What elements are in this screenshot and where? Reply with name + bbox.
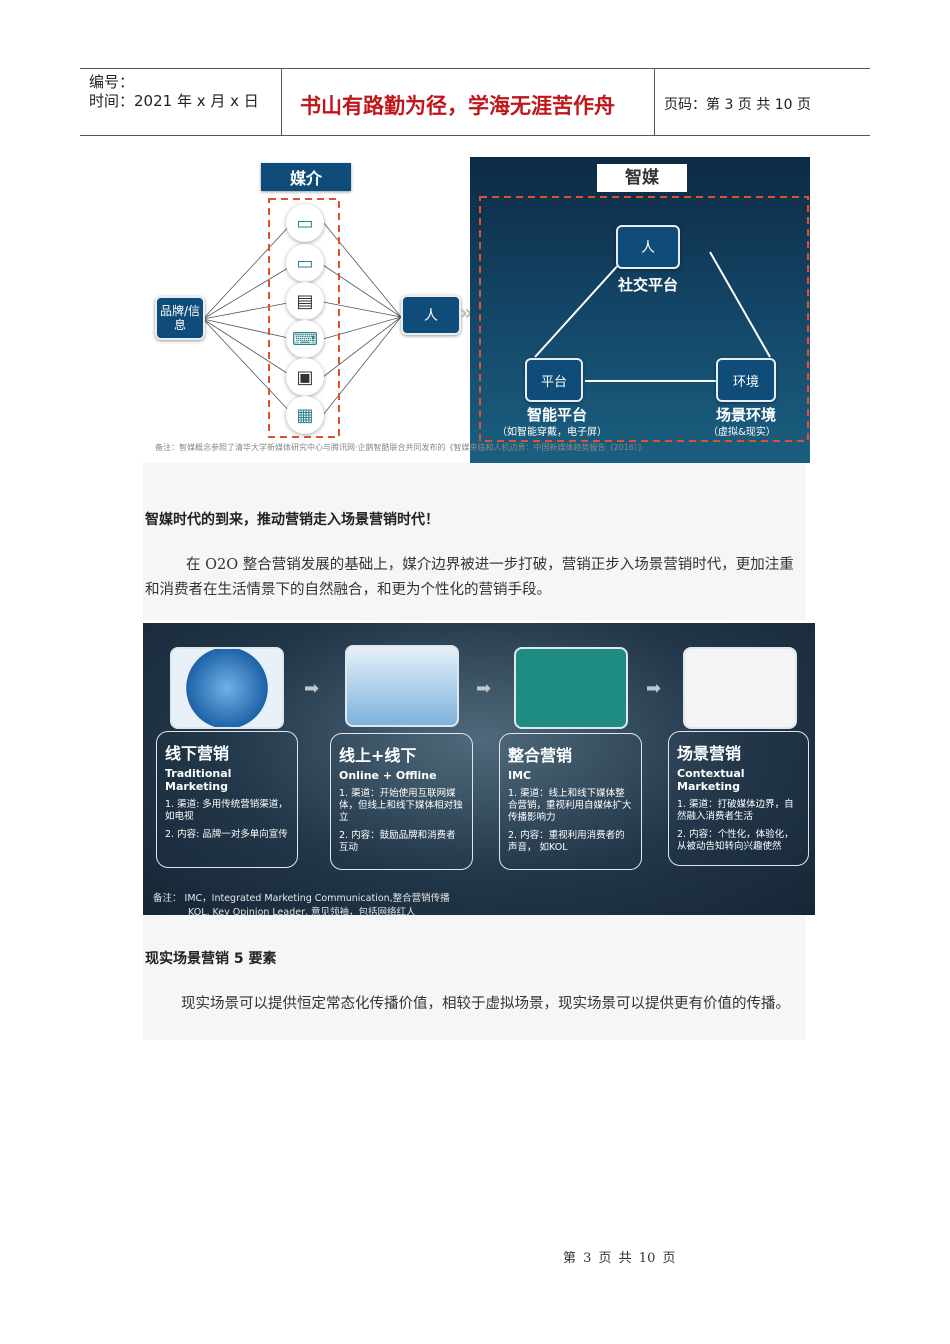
figure2-note-2: KOL, Key Opinion Leader, 意见领袖，包括网络红人 — [188, 907, 416, 918]
panel-online-offline: 线上+线下 Online + Offline 1. 渠道：开始使用互联网媒体，但… — [330, 733, 473, 870]
smart-platform-sub: （如智能穿戴，电子屏） — [497, 427, 607, 438]
arrow-right-icon: ➡ — [646, 678, 662, 699]
section1: 智媒时代的到来，推动营销走入场景营销时代！ 在 O2O 整合营销发展的基础上，媒… — [143, 463, 806, 620]
panel-title: 线上+线下 — [339, 746, 417, 765]
section2: 现实场景营销 5 要素 现实场景可以提供恒定常态化传播价值，相较于虚拟场景，现实… — [143, 915, 806, 1040]
node-person: 人 — [616, 225, 680, 269]
doc-number-label: 编号： — [89, 73, 135, 91]
billboard-icon: ▭ — [286, 204, 324, 242]
section1-paragraph: 在 O2O 整合营销发展的基础上，媒介边界被进一步打破，营销正步入场景营销时代，… — [145, 557, 794, 598]
panel-item: 2. 内容: 品牌一对多单向宣传 — [165, 829, 288, 840]
panel-subtitle: Traditional Marketing — [165, 767, 232, 793]
scene-env-label: 场景环境 — [716, 406, 777, 424]
keyword-face-image — [683, 647, 797, 729]
arrow-right-icon: ➡ — [476, 678, 492, 699]
radio-icon: ▣ — [286, 358, 324, 396]
person-box: 人 — [401, 295, 461, 335]
smart-platform-label: 智能平台 — [527, 406, 588, 424]
tablet-icon: ▦ — [286, 396, 324, 434]
laptop-icon: ⌨ — [286, 320, 324, 358]
media-title: 媒介 — [261, 163, 351, 191]
business-people-image — [345, 645, 459, 727]
panel-subtitle: IMC — [508, 769, 532, 782]
panel-subtitle: Contextual Marketing — [677, 767, 745, 793]
media-arrows — [202, 198, 402, 438]
smart-media-panel: 智媒 人 社交平台 平台 环境 智能平台 （如智能穿戴，电子屏） 场景环境 （虚… — [470, 157, 810, 463]
marketing-evolution-figure: ➡ ➡ ➡ 线下营销 Traditional Marketing 1. 渠道: … — [143, 623, 815, 918]
panel-traditional: 线下营销 Traditional Marketing 1. 渠道: 多用传统营销… — [156, 731, 298, 868]
panel-item: 1. 渠道：开始使用互联网媒体，但线上和线下媒体相对独立 — [339, 788, 463, 823]
page-footer: 第 3 页 共 10 页 — [563, 1251, 676, 1266]
panel-imc: 整合营销 IMC 1. 渠道：线上和线下媒体整合营销，重视利用自媒体扩大传播影响… — [499, 733, 642, 870]
panel-title: 整合营销 — [508, 746, 573, 765]
chevron-right-icon: » — [459, 301, 474, 326]
social-platform-label: 社交平台 — [618, 276, 679, 294]
panel-contextual: 场景营销 Contextual Marketing 1. 渠道：打破媒体边界，自… — [668, 731, 809, 866]
panel-item: 1. 渠道: 多用传统营销渠道，如电视 — [165, 799, 288, 822]
section2-heading: 现实场景营销 5 要素 — [145, 951, 277, 967]
scene-env-sub: （虚拟&现实） — [708, 427, 776, 438]
arrow-right-icon: ➡ — [304, 678, 320, 699]
panel-item: 1. 渠道：打破媒体边界，自然融入消费者生活 — [677, 799, 794, 822]
motto: 书山有路勤为径，学海无涯苦作舟 — [300, 94, 615, 118]
social-icons-image — [514, 647, 628, 729]
panel-subtitle: Online + Offline — [339, 769, 437, 782]
section1-heading: 智媒时代的到来，推动营销走入场景营销时代！ — [145, 512, 439, 528]
figure2-note-1: 备注： IMC，Integrated Marketing Communicati… — [153, 893, 450, 904]
smart-media-figure: 媒介 品牌/信息 ▭ ▭ ▤ ⌨ ▣ ▦ 人 » 智媒 人 社交平台 平台 环境… — [143, 157, 810, 463]
doc-time-label: 时间：2021 年 x 月 x 日 — [89, 92, 259, 110]
panel-item: 2. 内容：个性化，体验化，从被动告知转向兴趣使然 — [677, 829, 794, 852]
smart-media-title: 智媒 — [597, 164, 687, 192]
panel-item: 1. 渠道：线上和线下媒体整合营销，重视利用自媒体扩大传播影响力 — [508, 788, 632, 823]
brand-info-box: 品牌/信息 — [155, 296, 205, 340]
newspaper-icon: ▤ — [286, 282, 324, 320]
crowd-image — [170, 647, 284, 729]
panel-item: 2. 内容：鼓励品牌和消费者互动 — [339, 830, 456, 853]
panel-title: 场景营销 — [677, 744, 742, 763]
page-label: 页码：第 3 页 共 10 页 — [664, 97, 811, 113]
panel-title: 线下营销 — [165, 744, 230, 763]
figure1-note: 备注：智媒概念参照了清华大学新媒体研究中心与腾讯网·企鹅智酷联合共同发布的《智媒… — [155, 443, 646, 452]
node-environment: 环境 — [716, 358, 776, 402]
tv-icon: ▭ — [286, 244, 324, 282]
panel-item: 2. 内容：重视利用消费者的声音， 如KOL — [508, 830, 625, 853]
section2-paragraph: 现实场景可以提供恒定常态化传播价值，相较于虚拟场景，现实场景可以提供更有价值的传… — [181, 996, 790, 1012]
node-platform: 平台 — [525, 358, 583, 402]
